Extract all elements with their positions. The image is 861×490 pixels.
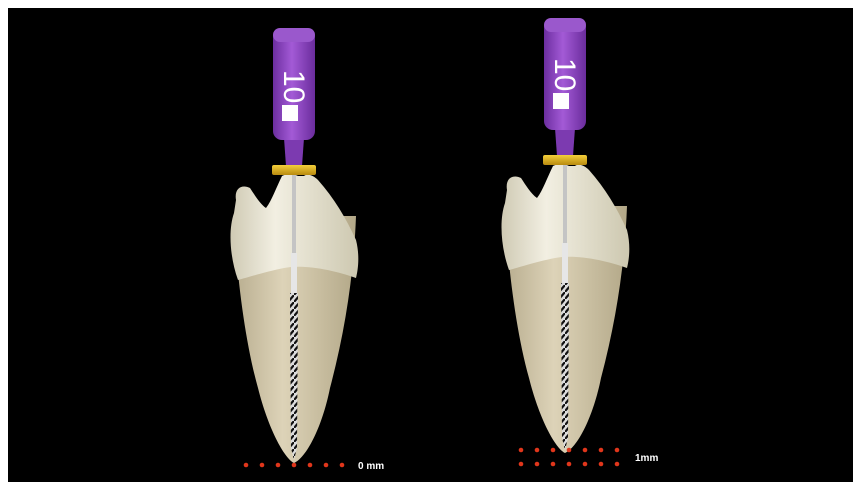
dot: [340, 463, 345, 468]
dot: [292, 463, 297, 468]
dot: [519, 448, 524, 453]
dot: [308, 463, 313, 468]
left-handle-size: 10: [277, 70, 310, 103]
dot: [567, 448, 572, 453]
dot: [567, 462, 572, 467]
dot: [583, 462, 588, 467]
left-measurement-label: 0 mm: [358, 461, 384, 472]
right-file-size-label: 10: [548, 58, 581, 91]
dot: [535, 448, 540, 453]
right-handle-size: 10: [548, 58, 581, 91]
right-file-figure: 10 1mm: [502, 18, 659, 466]
left-file-figure: 10 0 mm: [231, 28, 385, 472]
dot: [551, 448, 556, 453]
diagram-canvas: 10 0 mm 10: [8, 8, 853, 482]
dot: [324, 463, 329, 468]
dot: [599, 462, 604, 467]
dot: [244, 463, 249, 468]
right-handle-square-icon: [553, 93, 569, 109]
endodontic-file-diagram: 10 0 mm 10: [8, 8, 853, 482]
dot: [535, 462, 540, 467]
dot: [551, 462, 556, 467]
left-dots: [244, 463, 345, 468]
dot: [615, 448, 620, 453]
dot: [583, 448, 588, 453]
dot: [615, 462, 620, 467]
dot: [260, 463, 265, 468]
dot: [276, 463, 281, 468]
dot: [599, 448, 604, 453]
left-handle-square-icon: [282, 105, 298, 121]
right-dots: [519, 448, 620, 467]
dot: [519, 462, 524, 467]
right-measurement-label: 1mm: [635, 453, 658, 464]
left-file-size-label: 10: [277, 70, 310, 103]
